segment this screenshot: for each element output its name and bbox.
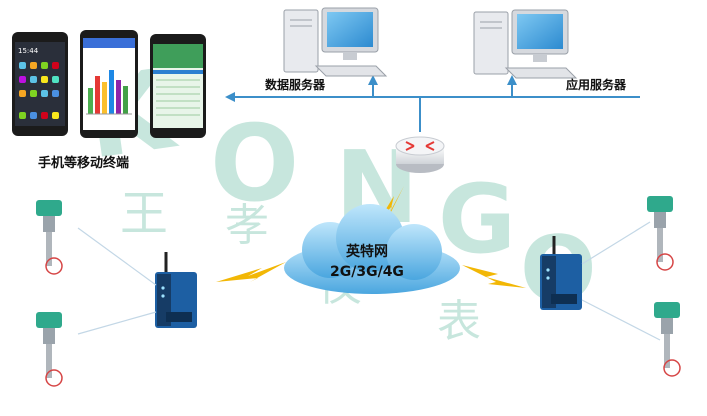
mobile-terminals-label: 手机等移动终端 [38,155,129,171]
svg-text:表: 表 [437,296,481,347]
app-server-label: 应用服务器 [566,77,627,92]
svg-text:O: O [210,103,299,225]
app-server-computer [473,9,578,79]
dtu-right-device [540,236,582,310]
dtu-left-device [155,252,197,328]
smartphone-chart-icon [80,30,138,138]
mobile-terminals: 15:44 [12,30,206,138]
level-transmitter-left-bottom [36,312,63,387]
cloud-label-line2: 2G/3G/4G [330,264,404,280]
svg-text:王: 王 [120,186,168,242]
data-server-computer [283,7,388,77]
server-bus [225,75,640,132]
cloud-label-line1: 英特网 [345,243,388,260]
sensor-links [77,221,661,341]
phone1-time: 15:44 [18,47,39,55]
router-icon [395,136,445,173]
smartphone-icon: 15:44 [12,32,68,136]
level-transmitter-right-top [647,196,674,271]
smartphone-data-icon [150,34,206,138]
cloud-icon [284,204,460,294]
level-transmitter-right-bottom [654,302,681,377]
level-transmitter-left-top [36,200,63,275]
data-server-label: 数据服务器 [265,77,326,92]
svg-text:孝: 孝 [225,200,269,251]
